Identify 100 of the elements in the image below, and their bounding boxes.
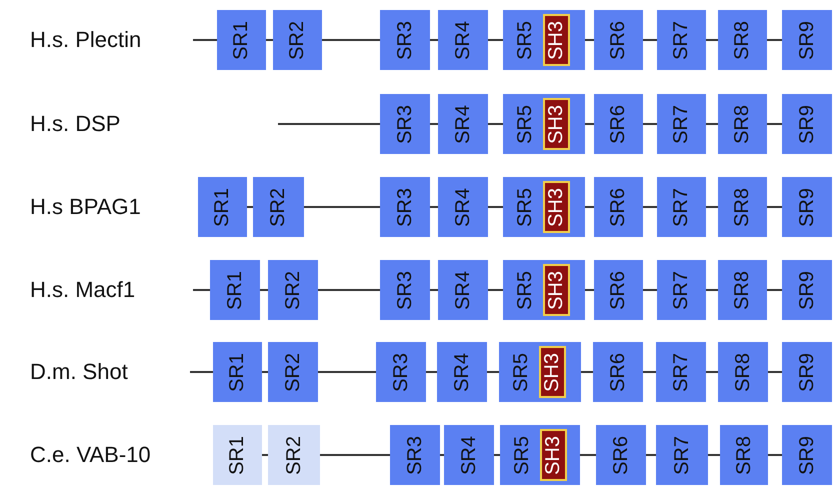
backbone-line — [585, 123, 594, 125]
repeat-domain-box: SR6 — [596, 425, 646, 485]
repeat-domain-box: SR2 — [268, 342, 318, 402]
backbone-line — [488, 289, 503, 291]
backbone-line — [706, 371, 718, 373]
backbone-line — [262, 454, 268, 456]
backbone-line — [430, 206, 438, 208]
backbone-line — [426, 371, 437, 373]
backbone-line — [247, 206, 253, 208]
sh3-domain-box: SH3 — [543, 98, 570, 150]
backbone-line — [304, 206, 380, 208]
protein-name: C.e. VAB-10 — [30, 442, 151, 468]
backbone-line — [585, 206, 594, 208]
backbone-line — [322, 39, 380, 41]
repeat-domain-box: SR3 — [376, 342, 426, 402]
repeat-domain-box: SR4 — [437, 342, 487, 402]
backbone-line — [706, 39, 718, 41]
repeat-domain-box — [503, 260, 585, 320]
backbone-line — [266, 39, 273, 41]
protein-name: H.s. Macf1 — [30, 277, 136, 303]
domain-label: SR5 — [514, 20, 536, 60]
backbone-line — [318, 371, 376, 373]
backbone-line — [643, 289, 657, 291]
backbone-line — [320, 454, 390, 456]
backbone-line — [706, 289, 718, 291]
backbone-line — [430, 39, 438, 41]
sh3-domain-box: SH3 — [543, 14, 570, 66]
repeat-domain-box: SR7 — [657, 260, 706, 320]
repeat-domain-box: SR2 — [268, 260, 318, 320]
repeat-domain-box: SR8 — [718, 94, 767, 154]
repeat-domain-box: SR9 — [782, 10, 832, 70]
backbone-line — [767, 206, 782, 208]
sh3-domain-box: SH3 — [543, 264, 570, 316]
repeat-domain-box: SR7 — [656, 342, 706, 402]
backbone-line — [190, 371, 213, 373]
repeat-domain-box: SR9 — [782, 177, 832, 237]
backbone-line — [262, 371, 268, 373]
backbone-line — [260, 289, 268, 291]
repeat-domain-box: SR9 — [782, 94, 832, 154]
backbone-line — [767, 123, 782, 125]
backbone-line — [585, 39, 594, 41]
repeat-domain-box: SR4 — [444, 425, 494, 485]
backbone-line — [278, 123, 380, 125]
backbone-line — [488, 123, 503, 125]
repeat-domain-box: SR3 — [380, 94, 430, 154]
repeat-domain-box: SR1 — [217, 10, 266, 70]
repeat-domain-box: SR3 — [390, 425, 440, 485]
repeat-domain-box: SR2 — [268, 425, 320, 485]
repeat-domain-box: SR8 — [718, 260, 767, 320]
protein-name: H.s. Plectin — [30, 27, 142, 53]
repeat-domain-box: SR1 — [213, 425, 262, 485]
protein-name: H.s. DSP — [30, 111, 120, 137]
backbone-line — [767, 289, 782, 291]
repeat-domain-box: SR6 — [593, 342, 643, 402]
repeat-domain-box: SR3 — [380, 260, 430, 320]
backbone-line — [581, 371, 593, 373]
repeat-domain-box: SR9 — [782, 260, 832, 320]
domain-label: SR5 — [510, 352, 532, 392]
backbone-line — [643, 39, 657, 41]
repeat-domain-box — [500, 425, 580, 485]
repeat-domain-box: SR7 — [657, 10, 706, 70]
protein-name: H.s BPAG1 — [30, 194, 141, 220]
backbone-line — [585, 289, 594, 291]
repeat-domain-box: SR6 — [594, 177, 643, 237]
repeat-domain-box: SR4 — [438, 260, 488, 320]
protein-name: D.m. Shot — [30, 359, 128, 385]
repeat-domain-box: SR9 — [782, 425, 832, 485]
backbone-line — [643, 371, 656, 373]
repeat-domain-box: SR2 — [273, 10, 322, 70]
backbone-line — [494, 454, 500, 456]
repeat-domain-box: SR1 — [213, 342, 262, 402]
domain-label: SR5 — [514, 270, 536, 310]
sh3-domain-box: SH3 — [539, 346, 566, 398]
repeat-domain-box: SR4 — [438, 94, 488, 154]
backbone-line — [430, 123, 438, 125]
backbone-line — [768, 454, 782, 456]
backbone-line — [488, 39, 503, 41]
backbone-line — [768, 371, 782, 373]
domain-label: SR5 — [514, 188, 536, 226]
repeat-domain-box: SR7 — [657, 94, 706, 154]
repeat-domain-box — [503, 94, 585, 154]
repeat-domain-box: SR6 — [594, 94, 643, 154]
backbone-line — [643, 123, 657, 125]
backbone-line — [706, 206, 718, 208]
backbone-line — [643, 206, 657, 208]
repeat-domain-box: SR3 — [380, 177, 430, 237]
repeat-domain-box: SR9 — [782, 342, 832, 402]
backbone-line — [488, 206, 503, 208]
repeat-domain-box: SR8 — [718, 342, 768, 402]
backbone-line — [430, 289, 438, 291]
backbone-line — [193, 39, 217, 41]
repeat-domain-box: SR8 — [718, 10, 767, 70]
backbone-line — [646, 454, 656, 456]
backbone-line — [767, 39, 782, 41]
sh3-domain-box: SH3 — [543, 181, 570, 233]
repeat-domain-box: SR4 — [438, 10, 488, 70]
sh3-domain-box: SH3 — [540, 429, 567, 481]
repeat-domain-box: SR8 — [718, 177, 767, 237]
repeat-domain-box: SR6 — [594, 10, 643, 70]
repeat-domain-box: SR1 — [210, 260, 260, 320]
